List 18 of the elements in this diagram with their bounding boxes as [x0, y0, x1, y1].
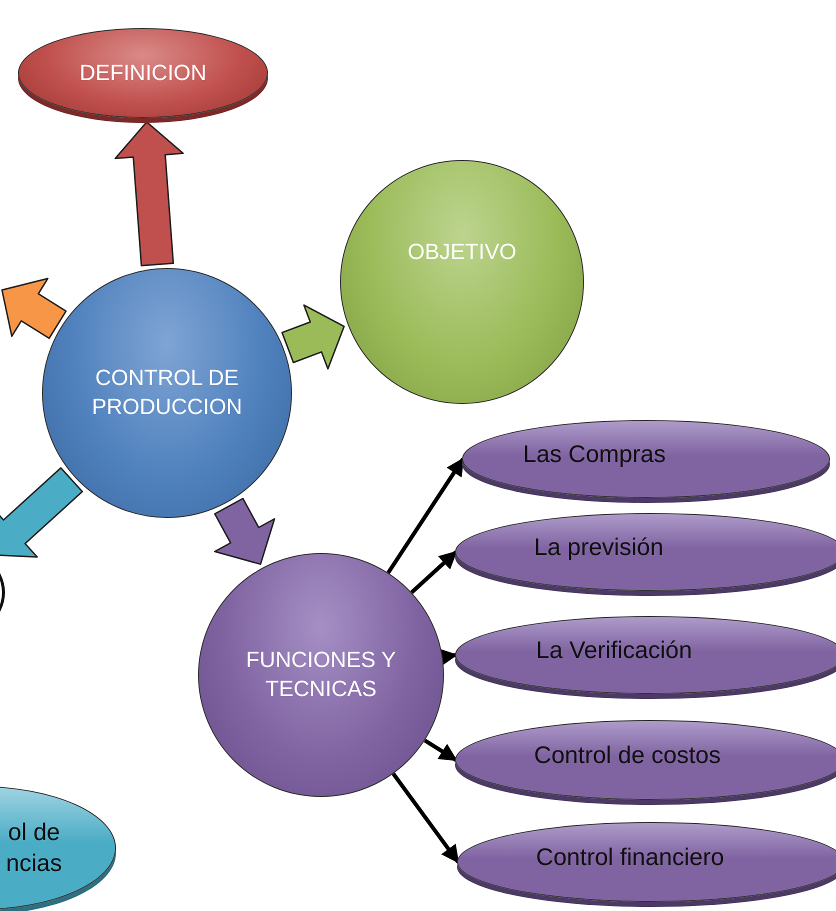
node-label: ol de ncias [4, 818, 64, 879]
block-arrow [214, 498, 276, 565]
node-label: La Verificación [536, 636, 692, 666]
node-label: La previsión [534, 533, 664, 564]
arrow [392, 772, 460, 864]
block-arrow [281, 304, 345, 370]
arrow [410, 550, 458, 594]
block-arrow [1, 278, 67, 340]
node-label: FUNCIONES Y TECNICAS [245, 646, 397, 703]
node-label: CONTROL DE PRODUCCION [90, 364, 244, 421]
node-label: Control financiero [536, 843, 724, 874]
block-arrow [114, 121, 184, 266]
node-label: Control de costos [534, 741, 721, 772]
node-label: DEFINICION [79, 58, 207, 87]
block-arrow [0, 467, 84, 558]
arrow [386, 458, 465, 574]
node-label: OBJETIVO [408, 238, 516, 266]
node-label: Las Compras [523, 440, 666, 470]
